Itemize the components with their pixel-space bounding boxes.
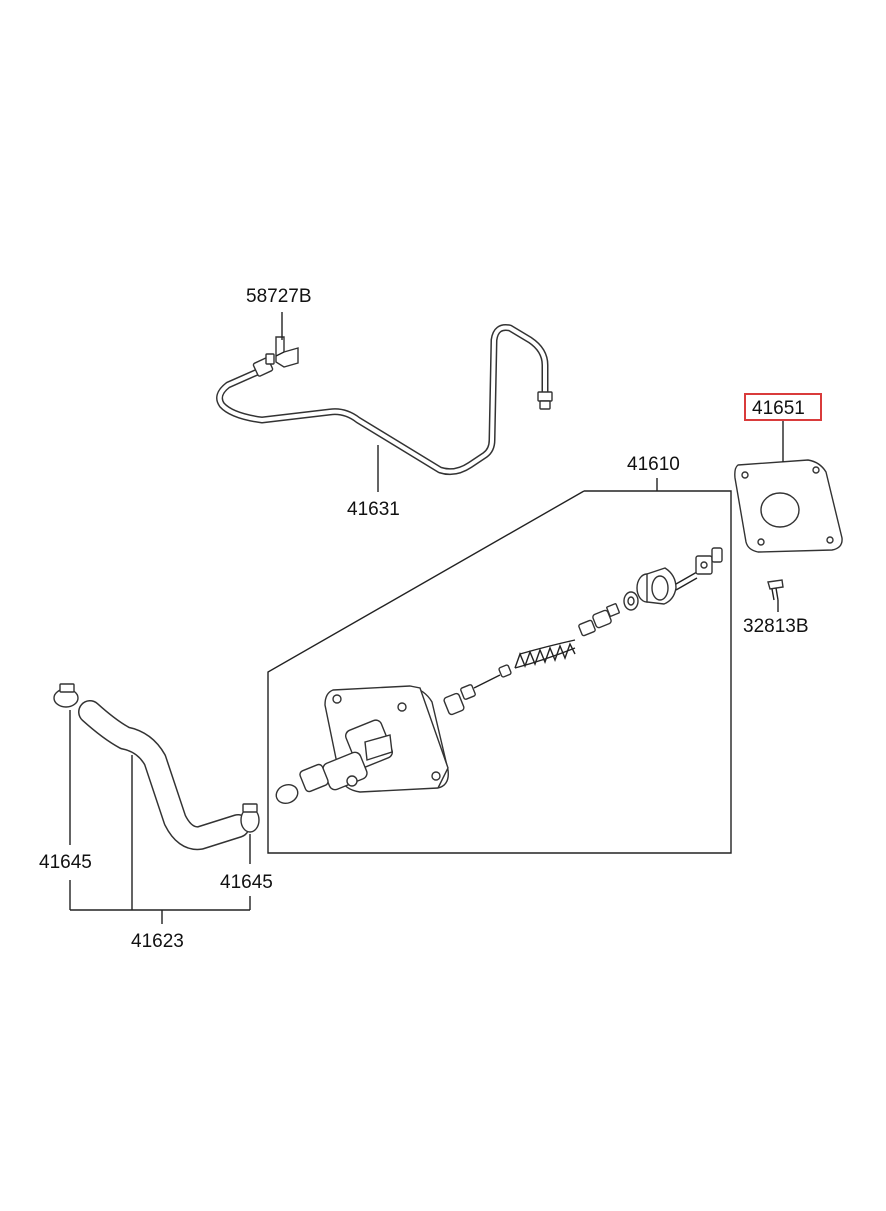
clutch-pipe-41631[interactable]: [216, 324, 553, 476]
bracket-58727b[interactable]: [275, 336, 299, 368]
hose-clamp-41645-left[interactable]: [53, 683, 79, 708]
highlight-box-41651: [744, 393, 822, 421]
label-32813b: 32813B: [743, 616, 809, 637]
label-41623: 41623: [131, 931, 184, 952]
gasket-41651[interactable]: [734, 459, 843, 553]
bolt-32813b[interactable]: [767, 579, 784, 601]
label-41645-left: 41645: [39, 852, 92, 873]
master-cylinder-41610[interactable]: [273, 685, 449, 806]
label-41610: 41610: [627, 454, 680, 475]
leaders-41623: [69, 710, 251, 924]
label-58727b: 58727B: [246, 286, 312, 307]
label-41631: 41631: [347, 499, 400, 520]
label-41645-right: 41645: [220, 872, 273, 893]
hose-clamp-41645-right[interactable]: [240, 803, 260, 833]
cylinder-internal-parts[interactable]: [443, 547, 723, 716]
clutch-hose-41623[interactable]: [78, 700, 250, 851]
assembly-frame-41610: [267, 490, 732, 854]
label-41651[interactable]: 41651: [752, 398, 805, 419]
